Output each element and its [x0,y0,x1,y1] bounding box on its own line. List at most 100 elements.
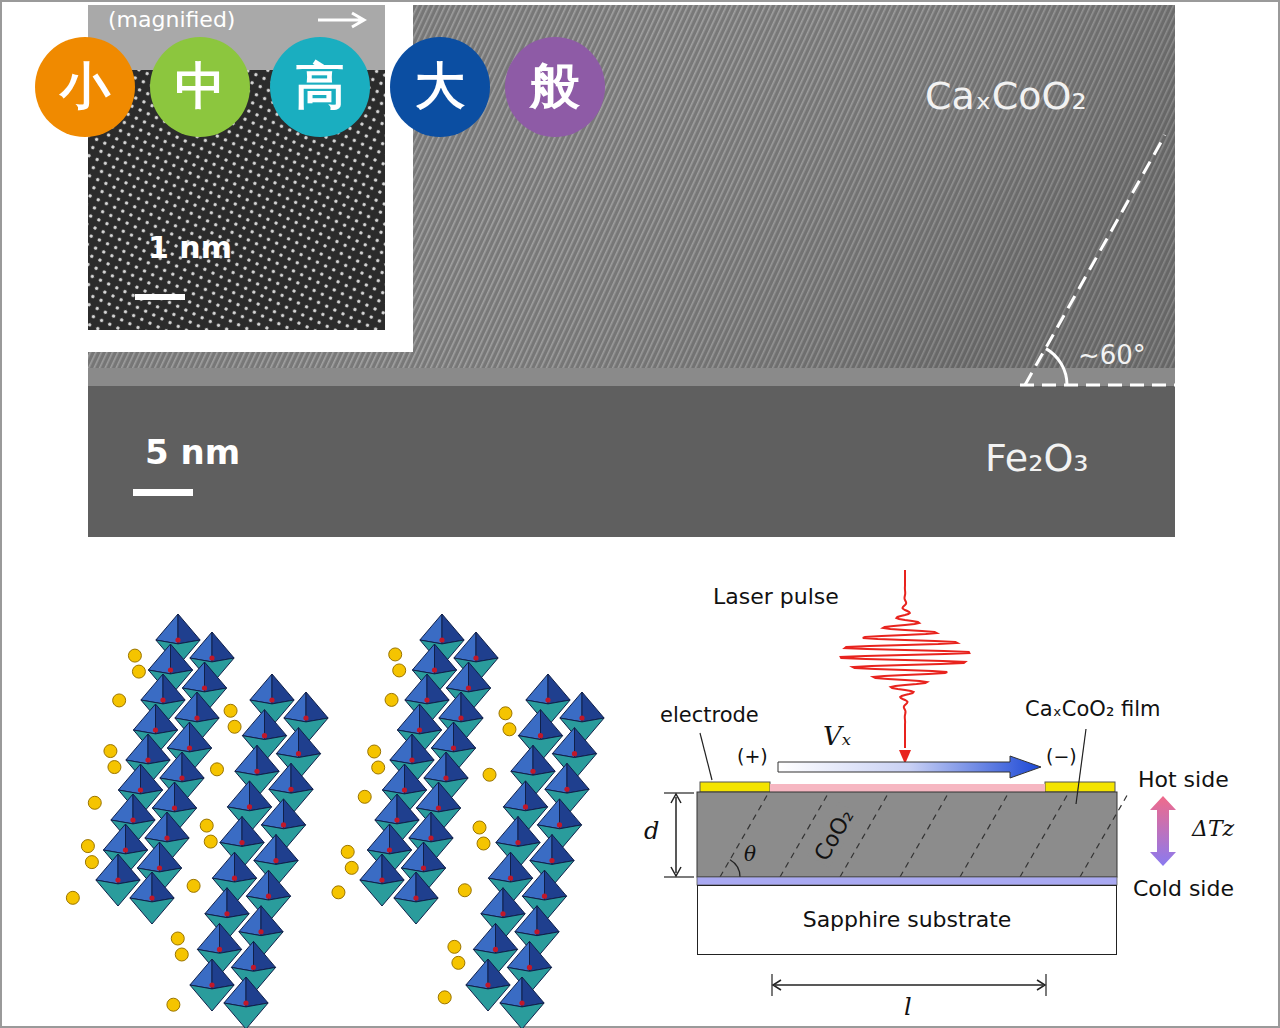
octahedron-face [227,781,249,811]
octahedron-face [537,799,559,829]
scale-label: 5 nm [145,433,240,472]
octahedron-face [235,852,257,882]
octahedron-face [382,764,404,794]
cobalt-atom [527,965,532,970]
octahedron-face [175,692,197,722]
octahedron-face [375,794,397,824]
octahedron-face [220,817,242,847]
cobalt-atom [413,895,418,900]
calcium-atom [132,665,145,678]
octahedron-face [435,644,457,674]
tem-inset-panel: (magnified)1 nm [88,5,385,330]
cobalt-atom [175,637,180,642]
dimension-line [775,984,1043,986]
annotation: Hot side [1138,767,1229,792]
octahedron-face [439,782,461,812]
cobalt-atom [266,894,271,899]
crystal-structure [66,614,604,1028]
calcium-atom [358,790,371,803]
annotation: CaₓCoO₂ film [1025,697,1161,721]
octahedron-face [522,977,544,1007]
octahedron-face [416,782,438,812]
badge-text: 大 [415,58,465,116]
calcium-atom [200,819,213,832]
level-badge: 中 [150,37,250,137]
cobalt-atom [273,858,278,863]
badge-circle-shape [390,37,490,137]
dimension-label: l [904,994,912,1022]
octahedron-face [190,632,212,662]
cobalt-atom [251,965,256,970]
polarity-sign: (+) [737,746,768,768]
layer-label: CoO₂ [808,802,860,867]
octahedron-face [261,906,283,936]
cobalt-atom [564,787,569,792]
cobalt-atom [179,775,184,780]
calcium-atom [438,991,451,1004]
cobalt-atom [296,751,301,756]
coo2-plane [720,792,769,877]
cobalt-atom [138,787,143,792]
octahedron-face [560,799,582,829]
octahedron-face [269,870,291,900]
octahedron-face [306,692,328,722]
octahedron-face [190,959,212,989]
laser-wave [841,570,970,748]
cobalt-atom [115,877,120,882]
octahedron-face [96,854,118,884]
cobalt-atom [145,757,150,762]
octahedron-face [224,977,246,1007]
octahedron-face [152,872,174,902]
level-badge: 小 [35,37,135,137]
cobalt-atom [239,840,244,845]
tem-substrate-region [88,386,1175,537]
cobalt-atom [160,697,165,702]
octahedron-face [103,824,125,854]
octahedron-face [126,824,148,854]
cobalt-atom [443,775,448,780]
octahedron-face [424,752,446,782]
octahedron-face [442,614,464,644]
cobalt-atom [123,847,128,852]
calcium-atom [477,837,490,850]
octahedron-face [537,906,559,936]
polarity-sign: (−) [1046,746,1077,768]
angle-arc [1046,349,1067,385]
octahedron-face [246,870,268,900]
scale-bar [133,489,193,496]
octahedron-face [145,812,167,842]
calcium-atom [448,940,461,953]
octahedron-face [552,728,574,758]
calcium-atom [88,796,101,809]
cobalt-atom [149,895,154,900]
layer-label: Sapphire substrate [803,907,1012,932]
octahedron-face [500,1003,544,1028]
octahedron-face [360,854,382,884]
octahedron-face [394,872,416,902]
electrode [1045,782,1115,792]
inset-frame [88,5,413,352]
calcium-atom [372,761,385,774]
calcium-atom [204,835,217,848]
octahedron-face [205,888,227,918]
badge-circle-shape [150,37,250,137]
octahedron-face [212,632,234,662]
octahedron-face [416,872,438,902]
octahedron-face [235,745,257,775]
octahedron-face [133,794,155,824]
octahedron-face [137,842,159,872]
cobalt-atom [473,655,478,660]
dimension-label: d [644,818,659,846]
calcium-atom [81,840,94,853]
symbol-label: ΔTz [1192,816,1234,841]
octahedron-face [265,710,287,740]
octahedron-face [367,824,389,854]
calcium-atom [385,693,398,706]
dimension-tick [1045,974,1046,996]
octahedron-face [412,734,434,764]
badge-circle-shape [35,37,135,137]
annotation: Laser pulse [713,584,839,609]
magnified-arrow [318,13,364,27]
angle-label: ~60° [1078,341,1146,371]
octahedron-face [427,674,449,704]
